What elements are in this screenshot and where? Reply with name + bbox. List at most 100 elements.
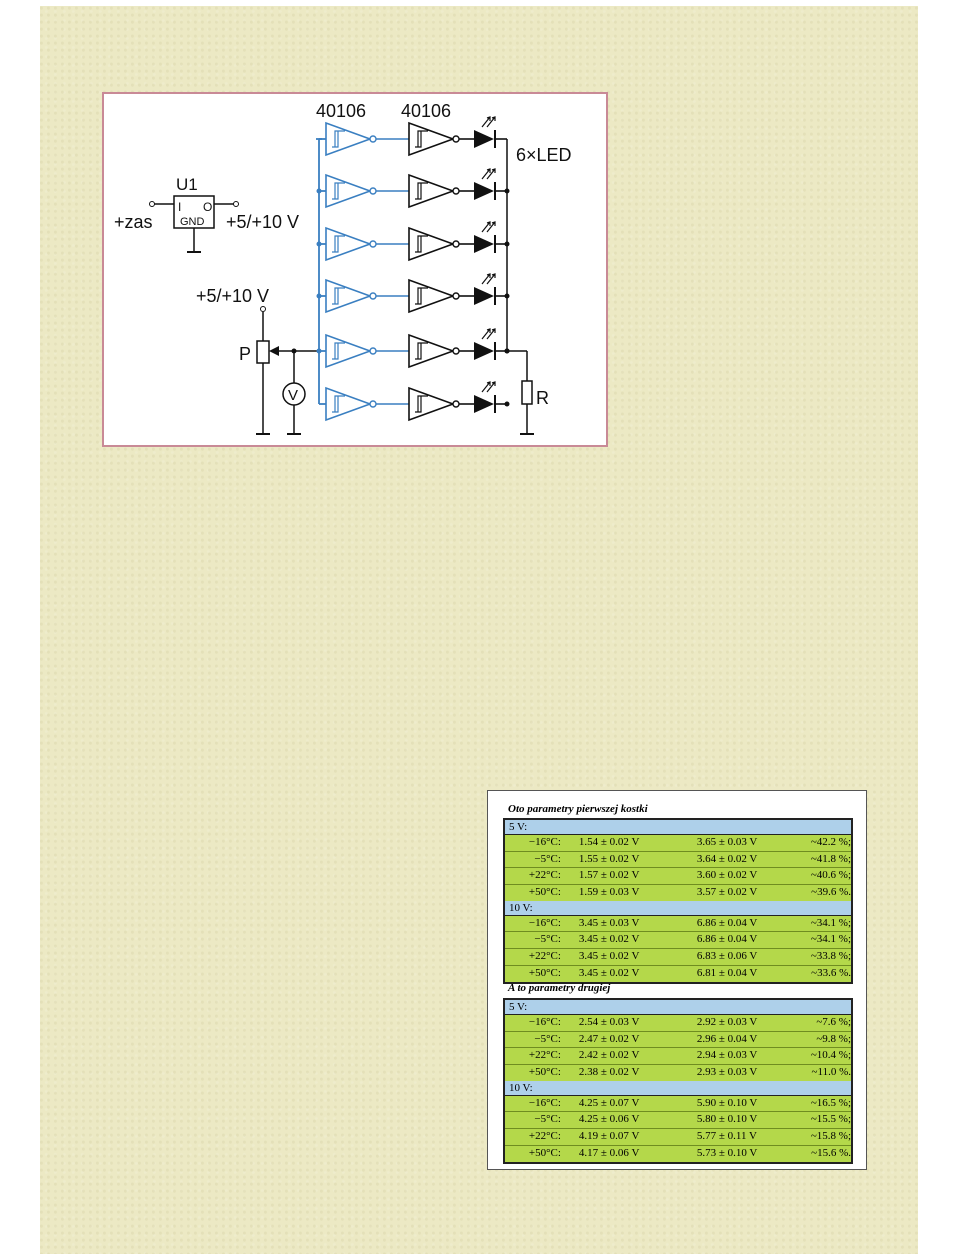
schmitt-gate-2	[408, 278, 456, 314]
light-arrows-icon	[481, 116, 496, 128]
table-row: −16°C: 2.54 ± 0.03 V 2.92 ± 0.03 V ~7.6 %;	[505, 1015, 851, 1032]
table-row: +22°C: 3.45 ± 0.02 V 6.83 ± 0.06 V ~33.8 %;	[505, 949, 851, 966]
stage-3	[316, 221, 510, 262]
hysteresis-cell: ~15.6 %.	[811, 1146, 851, 1159]
hysteresis-cell: ~34.1 %;	[810, 933, 851, 946]
regulator-output-label: +5/+10 V	[226, 212, 299, 232]
temperature-cell: +50°C:	[528, 966, 561, 979]
u1-label: U1	[176, 175, 198, 194]
high-threshold-cell: 5.80 ± 0.10 V	[696, 1113, 758, 1126]
low-threshold-cell: 3.45 ± 0.02 V	[578, 950, 640, 963]
first-chip-title: Oto parametry pierwszej kostki	[508, 803, 648, 815]
low-threshold-cell: 1.54 ± 0.02 V	[578, 836, 640, 848]
temperature-cell: −5°C:	[534, 1032, 561, 1045]
schmitt-gate-1	[325, 121, 373, 157]
low-threshold-cell: 4.17 ± 0.06 V	[578, 1146, 640, 1159]
supply-input-label: +zas	[114, 212, 153, 232]
high-threshold-cell: 6.81 ± 0.04 V	[696, 966, 758, 979]
led-icon	[474, 130, 494, 148]
schmitt-gate-2	[408, 386, 456, 422]
voltmeter-label: V	[288, 387, 298, 404]
schmitt-gate-2	[408, 121, 456, 157]
led-icon	[474, 395, 494, 413]
high-threshold-cell: 6.83 ± 0.06 V	[696, 950, 758, 963]
schmitt-gate-1	[325, 386, 373, 422]
high-threshold-cell: 2.92 ± 0.03 V	[696, 1016, 758, 1028]
hysteresis-cell: ~42.2 %;	[810, 836, 851, 848]
hysteresis-cell: ~10.4 %;	[810, 1049, 851, 1062]
stage-1	[319, 116, 507, 157]
high-threshold-cell: 2.93 ± 0.03 V	[696, 1066, 758, 1079]
measurement-tables-panel: Oto parametry pierwszej kostki 5 V: −16°…	[487, 790, 867, 1170]
led-icon	[474, 287, 494, 305]
temperature-cell: +22°C:	[528, 950, 561, 963]
hysteresis-cell: ~41.8 %;	[810, 852, 851, 865]
hysteresis-cell: ~33.6 %.	[811, 966, 851, 979]
hysteresis-symbol	[332, 342, 345, 360]
hysteresis-cell: ~11.0 %.	[811, 1066, 851, 1079]
schmitt-gate-1	[325, 226, 373, 262]
low-threshold-cell: 3.45 ± 0.02 V	[578, 966, 640, 979]
low-threshold-cell: 4.25 ± 0.07 V	[578, 1096, 640, 1109]
first-5v-header: 5 V:	[505, 820, 851, 835]
high-threshold-cell: 3.65 ± 0.03 V	[696, 836, 758, 848]
high-threshold-cell: 3.60 ± 0.02 V	[696, 869, 758, 882]
hysteresis-symbol	[332, 182, 345, 200]
temperature-cell: +22°C:	[528, 1049, 561, 1062]
low-threshold-cell: 3.45 ± 0.03 V	[578, 916, 640, 929]
stage-6	[319, 381, 510, 422]
light-arrows-icon	[481, 221, 496, 233]
resistor-label: R	[536, 388, 549, 408]
high-threshold-cell: 5.77 ± 0.11 V	[696, 1130, 757, 1143]
hysteresis-symbol	[332, 130, 345, 148]
temperature-cell: −5°C:	[534, 933, 561, 946]
light-arrows-icon	[481, 381, 496, 393]
hysteresis-symbol	[415, 342, 428, 360]
high-threshold-cell: 3.64 ± 0.02 V	[696, 852, 758, 865]
led-icon	[474, 235, 494, 253]
temperature-cell: −5°C:	[534, 1113, 561, 1126]
pot-supply-label: +5/+10 V	[196, 286, 269, 306]
temperature-cell: −16°C:	[528, 1016, 561, 1028]
hysteresis-cell: ~7.6 %;	[816, 1016, 851, 1028]
circuit-diagram: 40106 40106 6×LED U1 +zas +5/+10 V +5/+1…	[114, 101, 572, 435]
schematic-figure: 40106 40106 6×LED U1 +zas +5/+10 V +5/+1…	[102, 92, 608, 447]
stage-5	[316, 328, 510, 369]
temperature-cell: −16°C:	[528, 1096, 561, 1109]
temperature-cell: +50°C:	[528, 886, 561, 899]
schmitt-gate-2	[408, 333, 456, 369]
low-threshold-cell: 2.42 ± 0.02 V	[578, 1049, 640, 1062]
hysteresis-cell: ~40.6 %;	[810, 869, 851, 882]
hysteresis-cell: ~33.8 %;	[810, 950, 851, 963]
led-icon	[474, 342, 494, 360]
light-arrows-icon	[481, 273, 496, 285]
temperature-cell: +22°C:	[528, 1130, 561, 1143]
output-resistor	[504, 139, 534, 435]
temperature-cell: −5°C:	[534, 852, 561, 865]
low-threshold-cell: 2.38 ± 0.02 V	[578, 1066, 640, 1079]
stage-4	[316, 273, 510, 314]
low-threshold-cell: 3.45 ± 0.02 V	[578, 933, 640, 946]
second-10v-header: 10 V:	[505, 1080, 851, 1096]
potentiometer-label: P	[239, 344, 251, 364]
high-threshold-cell: 3.57 ± 0.02 V	[696, 886, 758, 899]
u1-in-pin: I	[178, 200, 181, 214]
light-arrows-icon	[481, 168, 496, 180]
hysteresis-symbol	[415, 182, 428, 200]
high-threshold-cell: 2.96 ± 0.04 V	[696, 1032, 758, 1045]
voltage-regulator: I O GND	[149, 195, 239, 253]
low-threshold-cell: 4.25 ± 0.06 V	[578, 1113, 640, 1126]
low-threshold-cell: 2.54 ± 0.03 V	[578, 1016, 640, 1028]
hysteresis-symbol	[415, 395, 428, 413]
ic2-label: 40106	[401, 101, 451, 121]
